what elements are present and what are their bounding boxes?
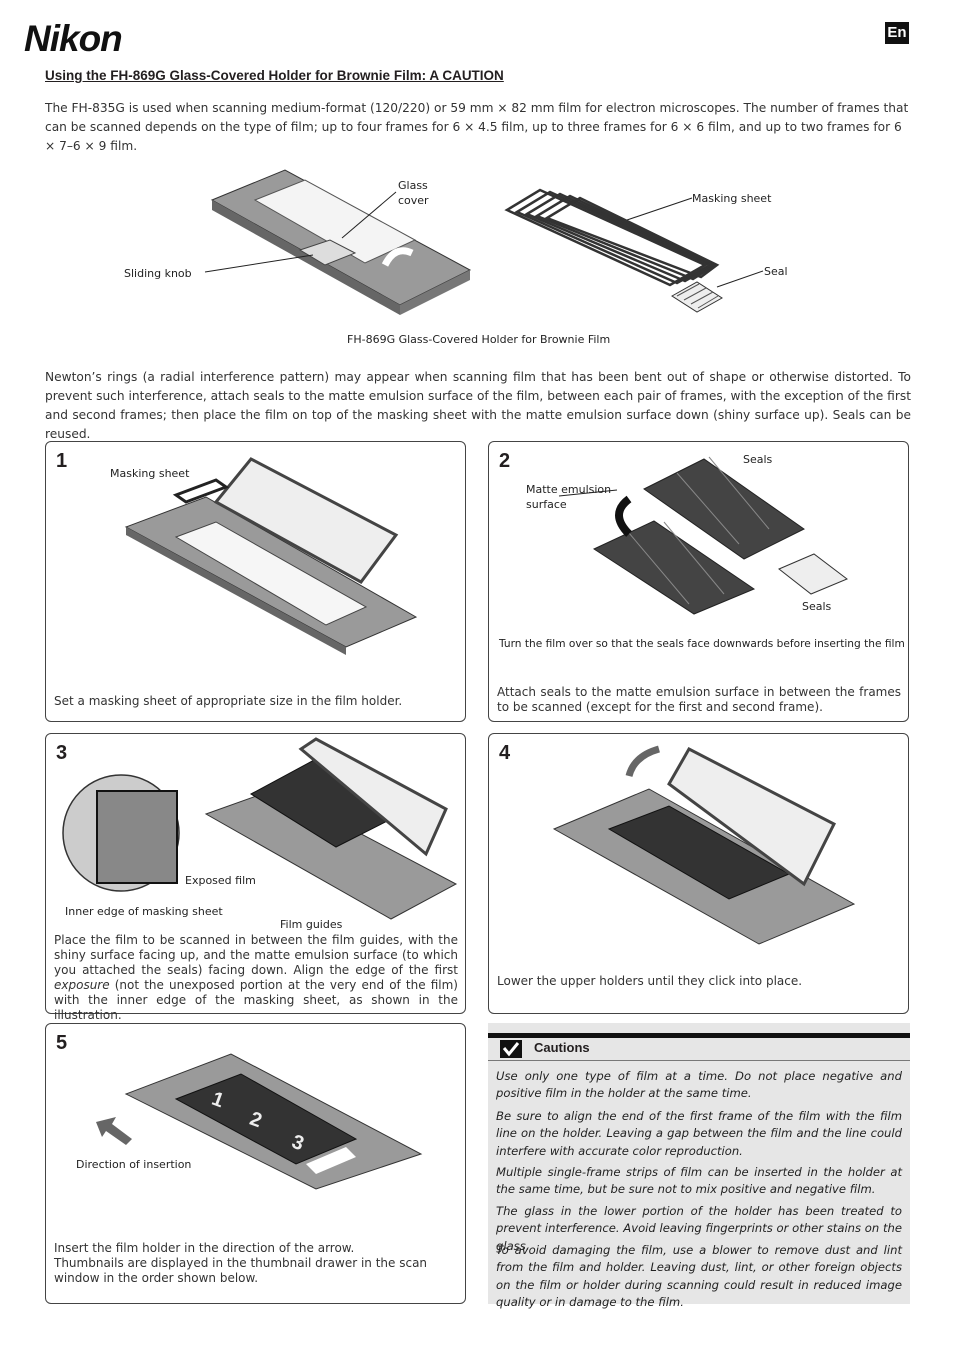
section-title: Using the FH-869G Glass-Covered Holder f…: [45, 68, 504, 83]
label-film-guides: Film guides: [280, 918, 343, 931]
step-5-text: Insert the film holder in the direction …: [54, 1241, 428, 1285]
step-5-illustration: [124, 1053, 423, 1190]
cautions-bar: [488, 1033, 910, 1038]
caution-item: Be sure to align the end of the first fr…: [496, 1109, 902, 1158]
step-2-illustration: [558, 456, 848, 615]
label-seals-top: Seals: [743, 453, 773, 466]
leader-line-masking: [626, 197, 693, 221]
step-number: 1: [56, 450, 68, 472]
label-direction: Direction of insertion: [76, 1158, 192, 1171]
caution-item: Use only one type of film at a time. Do …: [496, 1069, 902, 1101]
nikon-logo: Nikon: [24, 18, 123, 59]
cautions-heading: Cautions: [534, 1040, 590, 1055]
caution-item: Multiple single-frame strips of film can…: [496, 1165, 902, 1197]
step-3-text: Place the film to be scanned in between …: [54, 933, 458, 1022]
overview-caption: FH-869G Glass-Covered Holder for Brownie…: [347, 333, 611, 346]
newton-rings-paragraph: Newton’s rings (a radial interference pa…: [45, 370, 911, 441]
checkmark-icon: [500, 1040, 522, 1058]
intro-paragraph: The FH-835G is used when scanning medium…: [45, 101, 909, 153]
leader-line-glass: [341, 191, 397, 239]
label-inner-edge: Inner edge of masking sheet: [65, 905, 223, 918]
cautions-box: Cautions Use only one type of film at a …: [488, 1023, 910, 1309]
step-3-panel: 3 Exposed film Inner edge of masking she…: [45, 733, 466, 1022]
step-number: 5: [56, 1032, 68, 1054]
label-masking-sheet: Masking sheet: [110, 467, 190, 480]
label-seals-bottom: Seals: [802, 600, 832, 613]
caution-item: The glass in the lower portion of the ho…: [496, 1204, 902, 1253]
insertion-arrow-icon: [96, 1117, 132, 1145]
cautions-divider: [488, 1060, 910, 1061]
leader-line-seal: [716, 270, 764, 288]
masking-sheets-illustration: [504, 188, 720, 287]
step-2-text: Attach seals to the matte emulsion surfa…: [497, 685, 901, 714]
step-1-text: Set a masking sheet of appropriate size …: [54, 694, 403, 708]
step-number: 2: [499, 450, 511, 472]
step-2-note: Turn the film over so that the seals fac…: [499, 638, 905, 650]
label-masking-sheet: Masking sheet: [692, 192, 772, 205]
step-5-panel: 5 1 2 3 Direction of insertion Insert th…: [45, 1023, 466, 1304]
step-1-panel: 1 Masking sheet Set a masking sheet of a…: [45, 441, 466, 722]
step-number: 3: [56, 742, 68, 764]
label-seal: Seal: [764, 265, 788, 278]
holder-overview-illustration: [210, 169, 472, 315]
caution-item: To avoid damaging the film, use a blower…: [496, 1243, 902, 1310]
step-4-text: Lower the upper holders until they click…: [497, 974, 803, 988]
step-4-panel: 4 Lower the upper holders until they cli…: [488, 733, 909, 1014]
label-sliding-knob: Sliding knob: [124, 267, 192, 280]
seal-illustration: [671, 281, 723, 313]
language-badge: En: [885, 22, 909, 44]
step-1-illustration: [124, 457, 418, 655]
step-number: 4: [499, 742, 511, 764]
label-exposed-film: Exposed film: [185, 874, 256, 887]
step-4-illustration: [552, 745, 856, 945]
leader-line-knob: [204, 254, 314, 273]
step-3-illustration: [62, 737, 458, 920]
